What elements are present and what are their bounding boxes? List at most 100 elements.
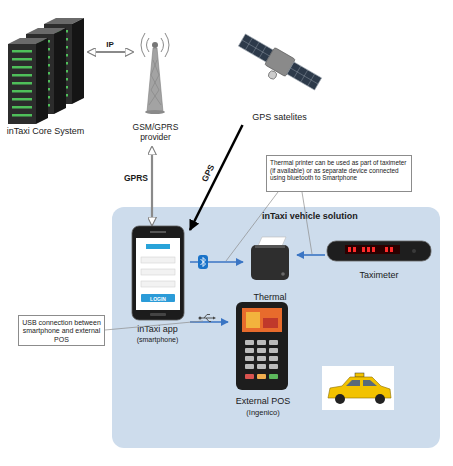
pos-key	[245, 374, 254, 379]
pos-key	[269, 348, 278, 353]
connector-layer	[88, 52, 325, 322]
pos-key	[269, 356, 278, 361]
connector	[297, 254, 325, 256]
satellite-illustration	[232, 31, 323, 100]
pos-illustration	[236, 302, 288, 390]
node-label: GPS satelites	[232, 112, 327, 123]
pos-body	[236, 302, 288, 390]
server-tower	[44, 18, 84, 104]
pos-key	[257, 374, 266, 379]
printer-body	[251, 245, 289, 280]
antenna-mast	[147, 48, 163, 112]
taximeter-button	[412, 249, 416, 253]
server-group: inTaxi Core System	[3, 12, 88, 140]
pos-key	[269, 340, 278, 345]
pos-key	[257, 348, 266, 353]
usb-trident	[200, 315, 213, 322]
node-sublabel: (smartphone)	[115, 336, 200, 344]
display-digit	[372, 247, 375, 252]
satellite-body	[265, 47, 296, 76]
taxi-backdrop	[322, 366, 394, 410]
pos-key	[245, 340, 254, 345]
node-label: External POS	[218, 396, 308, 407]
node-label: inTaxi app	[115, 324, 200, 335]
taxi-wheel	[335, 394, 345, 404]
node-label: USB connection between smartphone and ex…	[21, 319, 102, 344]
phone-screen	[136, 238, 180, 310]
taxi-body	[328, 377, 391, 398]
antenna-base	[145, 110, 165, 114]
pos-key	[269, 374, 278, 379]
callout-note: Thermal printer can be used as part of t…	[266, 155, 412, 192]
connector	[190, 321, 228, 323]
leader-line	[226, 192, 278, 261]
pos-key	[245, 356, 254, 361]
callout-note: USB connection between smartphone and ex…	[18, 315, 105, 346]
input-field	[141, 257, 175, 263]
taxi-window	[363, 380, 377, 386]
printer-paper	[258, 237, 286, 246]
panel-grid	[238, 34, 273, 62]
display-digit	[390, 247, 393, 252]
input-field	[141, 269, 175, 275]
leader-line	[105, 321, 203, 330]
node-label: inTaxi vehicle solution	[262, 211, 434, 222]
taximeter-display	[345, 245, 400, 254]
connector	[190, 261, 243, 263]
gsm-antenna: GSM/GPRS provider	[133, 22, 178, 147]
node-label: inTaxi Core System	[3, 126, 88, 137]
taxi-illustration	[322, 366, 394, 410]
node-label: Taximeter	[325, 270, 433, 281]
antenna-illustration	[141, 33, 169, 114]
home-button	[150, 313, 166, 316]
connector	[88, 51, 133, 53]
display-digit	[353, 247, 356, 252]
pos-key	[257, 340, 266, 345]
pos-screen-art	[246, 312, 260, 328]
leader-lines	[105, 192, 312, 330]
radio-waves	[141, 33, 169, 57]
satellite-dish	[267, 70, 278, 81]
edge-label: IP	[95, 40, 125, 50]
antenna-bracing	[149, 60, 161, 105]
server-tower	[26, 28, 66, 114]
connector	[151, 147, 153, 225]
taxi-wheel	[375, 394, 385, 404]
screen-label: LOGIN	[141, 296, 175, 302]
display-digit	[367, 247, 370, 252]
pos-screen-art	[263, 318, 278, 328]
server-tower	[8, 38, 48, 124]
usb-dot	[199, 317, 202, 320]
node-label: Thermal printer	[243, 292, 297, 314]
input-field	[141, 281, 175, 287]
phone-speaker	[150, 231, 166, 233]
printer-illustration	[251, 237, 289, 280]
pos-key	[257, 364, 266, 369]
pos-key	[245, 348, 254, 353]
edge-label: GPRS	[114, 173, 148, 183]
pos-screen	[242, 308, 282, 332]
usb-symbol	[199, 315, 217, 322]
node-label: GSM/GPRS provider	[128, 122, 183, 142]
printer-button	[281, 272, 285, 276]
usb-tip	[213, 317, 216, 320]
solar-panel	[238, 34, 273, 62]
pos-key	[269, 364, 278, 369]
display-digit	[348, 247, 351, 252]
connector	[190, 125, 243, 230]
bluetooth-rune	[201, 258, 206, 267]
node-label: Thermal printer can be used as part of t…	[270, 159, 408, 182]
printer-slot	[255, 245, 285, 248]
panel-grid	[287, 62, 322, 90]
thermal-printer: Thermal printer	[243, 236, 297, 320]
taximeter-illustration	[327, 241, 431, 261]
display-digit	[362, 247, 365, 252]
antenna-top	[152, 42, 158, 48]
server-illustration	[8, 18, 84, 124]
phone-body	[132, 226, 184, 320]
app-logo	[146, 244, 170, 249]
